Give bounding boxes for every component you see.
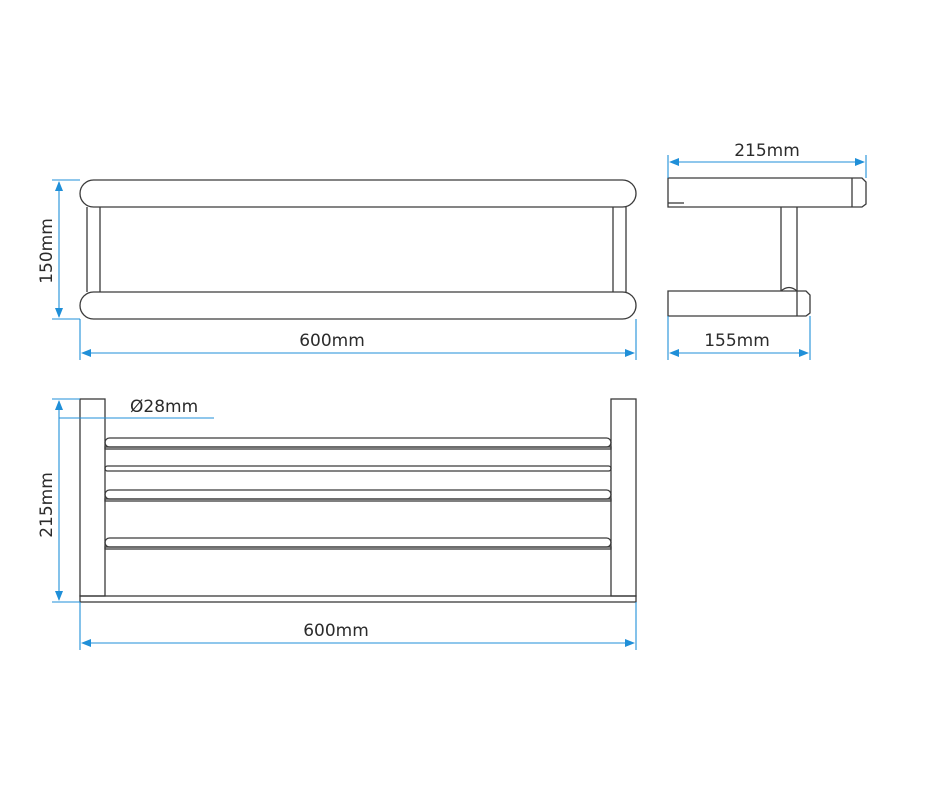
top-view-end-brackets [86,207,627,292]
dimension-label-155mm: 155mm [704,331,770,351]
dimension-150mm: 150mm [37,179,80,320]
dimension-label-215mm-side: 215mm [734,141,800,161]
front-view-base-plate [79,595,637,603]
dimension-label-150mm: 150mm [37,218,57,284]
dimension-label-600mm-front: 600mm [303,621,369,641]
dimension-label-215mm-front: 215mm [37,472,57,538]
side-view-shelf-lower [667,290,811,317]
front-view-end-bracket-left [79,398,106,597]
dimension-215mm-front: 215mm [37,398,80,603]
dimension-600mm-front: 600mm [79,602,637,650]
dimension-label-diameter-28mm: Ø28mm [130,397,198,417]
side-view-shelf-upper [667,177,867,208]
top-view-rail-upper [79,179,637,208]
side-view: 215mm 155mm [667,141,867,360]
dimension-label-600mm-top: 600mm [299,331,365,351]
dimension-155mm: 155mm [667,316,811,360]
front-view-tubes [104,437,612,550]
top-view-rail-lower [79,291,637,320]
side-view-support-post [780,207,798,292]
top-view: 150mm 600mm [37,179,637,360]
front-view-end-bracket-right [610,398,637,597]
front-view: Ø28mm 215mm 600mm [37,397,637,650]
dimension-diameter-28mm: Ø28mm [59,397,214,419]
dimension-215mm-side: 215mm [667,141,867,178]
dimension-600mm-top: 600mm [79,319,637,360]
